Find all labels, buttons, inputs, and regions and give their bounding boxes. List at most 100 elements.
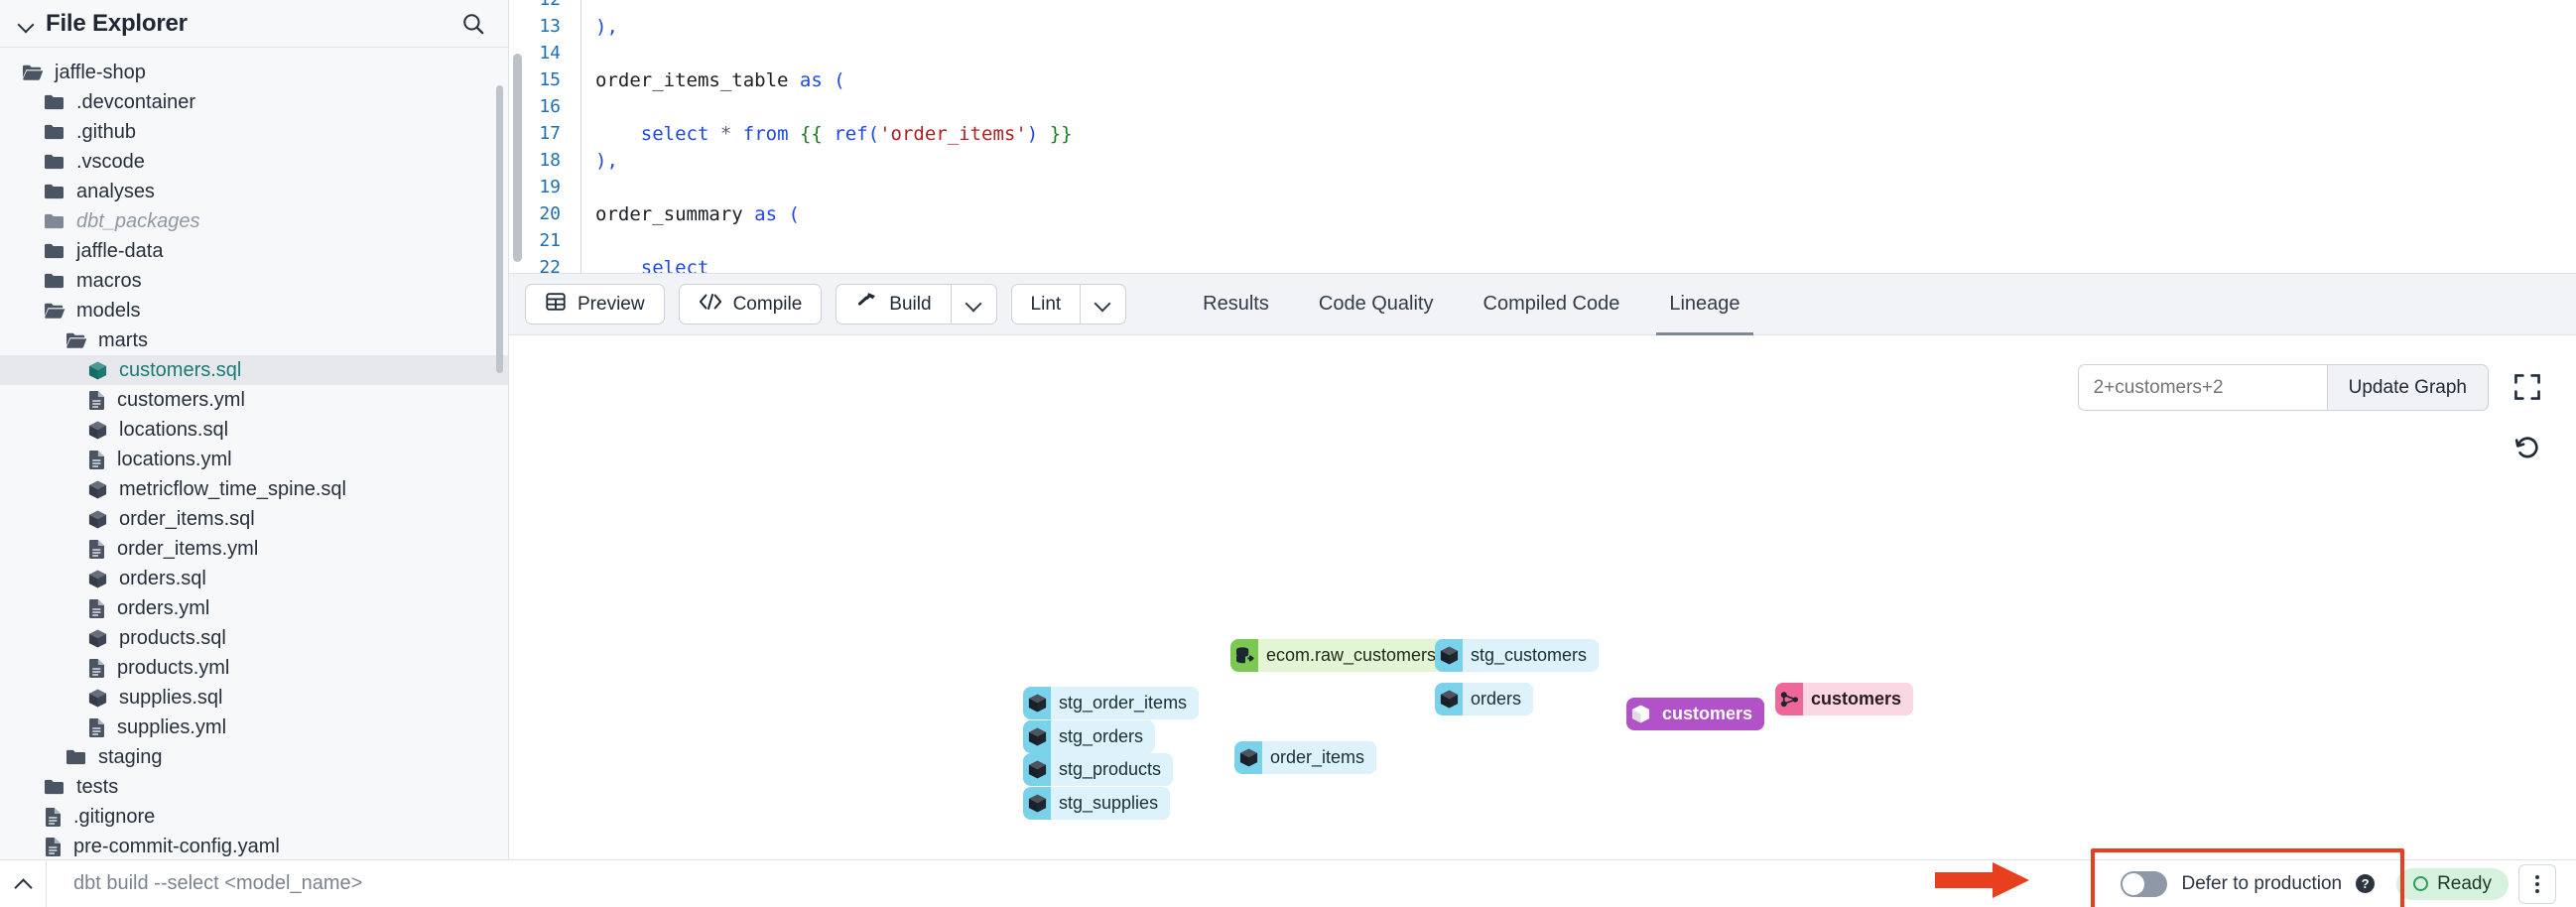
line-number: 18 [539,150,561,171]
folder-icon [44,93,65,111]
cube-model-icon [87,360,108,381]
indent-guide [580,120,581,147]
file-tree-item[interactable]: customers.yml [0,385,508,415]
file-tree-item[interactable]: supplies.sql [0,683,508,713]
compile-button[interactable]: Compile [678,284,823,324]
lineage-node-label: stg_supplies [1051,787,1171,820]
lineage-node[interactable]: order_items [1234,741,1377,774]
lineage-node[interactable]: orders [1435,683,1534,715]
file-tree-item-label: customers.sql [119,358,242,381]
lineage-node[interactable]: stg_order_items [1023,687,1200,719]
build-dropdown-button[interactable] [950,284,997,324]
line-number: 19 [539,177,561,197]
folder-icon [44,123,65,141]
file-tree-item[interactable]: marts [0,325,508,355]
fullscreen-icon[interactable] [2511,370,2544,404]
reset-icon[interactable] [2511,431,2544,464]
lineage-node[interactable]: stg_supplies [1023,787,1171,820]
lineage-node[interactable]: stg_orders [1023,720,1156,753]
main-area: File Explorer jaffle-shop .devcontainer .g… [0,0,2576,859]
file-tree-item[interactable]: analyses [0,177,508,206]
file-tree-item[interactable]: products.yml [0,653,508,683]
file-tree-item-label: jaffle-data [76,239,164,262]
file-tree-item[interactable]: order_items.sql [0,504,508,534]
file-tree-item[interactable]: jaffle-shop [0,58,508,87]
cube-model-icon [1023,753,1051,786]
chevron-down-icon[interactable] [18,15,36,33]
tab-lineage[interactable]: Lineage [1644,273,1764,335]
file-tree-item[interactable]: tests [0,772,508,802]
status-badge: Ready [2396,867,2509,900]
file-tree-item[interactable]: jaffle-data [0,236,508,266]
code-line: 13), [509,13,2576,40]
file-tree-item-label: .devcontainer [76,90,196,113]
file-tree-item[interactable]: metricflow_time_spine.sql [0,474,508,504]
file-tree-item[interactable]: products.sql [0,623,508,653]
chevron-down-icon [1096,298,1109,311]
file-tree-item[interactable]: order_items.yml [0,534,508,564]
page-title: File Explorer [46,9,188,37]
lineage-node[interactable]: stg_customers [1435,639,1600,672]
yaml-file-icon [44,837,63,857]
code-text: order_summary as ( [595,202,800,225]
lint-dropdown-button[interactable] [1080,284,1127,324]
file-tree-item[interactable]: locations.yml [0,445,508,474]
editor-toolbar: Preview Compile [509,273,2576,335]
file-tree-item[interactable]: locations.sql [0,415,508,445]
search-icon[interactable] [460,11,486,37]
file-tree-item[interactable]: .github [0,117,508,147]
file-tree-item[interactable]: macros [0,266,508,296]
help-icon[interactable]: ? [2356,874,2376,893]
file-tree-item[interactable]: supplies.yml [0,713,508,742]
indent-guide [580,174,581,200]
preview-button[interactable]: Preview [525,284,665,324]
update-graph-button[interactable]: Update Graph [2326,364,2489,411]
tab-label: Results [1203,293,1269,315]
file-tree-item-label: .vscode [76,150,145,173]
defer-to-production-label: Defer to production [2181,872,2343,894]
file-tree-item-label: metricflow_time_spine.sql [119,477,346,500]
tab-code-quality[interactable]: Code Quality [1294,273,1459,335]
lineage-node[interactable]: customers [1626,698,1765,730]
chevron-down-icon [967,298,980,311]
file-tree-item[interactable]: dbt_packages [0,206,508,236]
lineage-node-label: customers [1803,683,1914,715]
file-tree-item[interactable]: orders.sql [0,564,508,593]
command-input[interactable]: dbt build --select <model_name> [46,859,2099,907]
editor-scrollbar[interactable] [513,54,522,262]
file-tree-item[interactable]: staging [0,742,508,772]
file-tree-item[interactable]: .vscode [0,147,508,177]
file-tree-item[interactable]: customers.sql [0,355,508,385]
file-tree-item[interactable]: pre-commit-config.yaml [0,832,508,859]
lineage-node[interactable]: ecom.raw_customers [1230,639,1449,672]
lineage-node[interactable]: customers [1775,683,1914,715]
collapse-panel-button[interactable] [0,860,46,907]
tab-label: Code Quality [1318,293,1434,315]
lineage-node-label: stg_order_items [1051,687,1200,719]
file-tree-item-label: macros [76,269,142,292]
line-number: 22 [539,257,561,273]
file-tree-item[interactable]: models [0,296,508,325]
line-number: 15 [539,69,561,90]
file-tree-item[interactable]: .devcontainer [0,87,508,117]
cube-model-icon [1023,787,1051,820]
graph-selector-input[interactable] [2077,364,2327,411]
file-tree-item[interactable]: orders.yml [0,593,508,623]
code-text: ), [595,149,618,172]
folder-icon [44,778,65,796]
folder-icon [65,748,87,766]
lint-button[interactable]: Lint [1010,284,1081,324]
sidebar-scrollbar[interactable] [496,85,503,373]
file-tree-item-label: orders.sql [119,567,206,589]
file-tree-item[interactable]: .gitignore [0,802,508,832]
tab-results[interactable]: Results [1178,273,1294,335]
kebab-menu-icon[interactable] [2518,863,2556,904]
build-button[interactable]: Build [836,284,951,324]
tab-compiled-code[interactable]: Compiled Code [1459,273,1645,335]
code-brackets-icon [699,292,722,318]
lineage-node[interactable]: stg_products [1023,753,1174,786]
defer-to-production-toggle[interactable] [2121,870,2168,897]
